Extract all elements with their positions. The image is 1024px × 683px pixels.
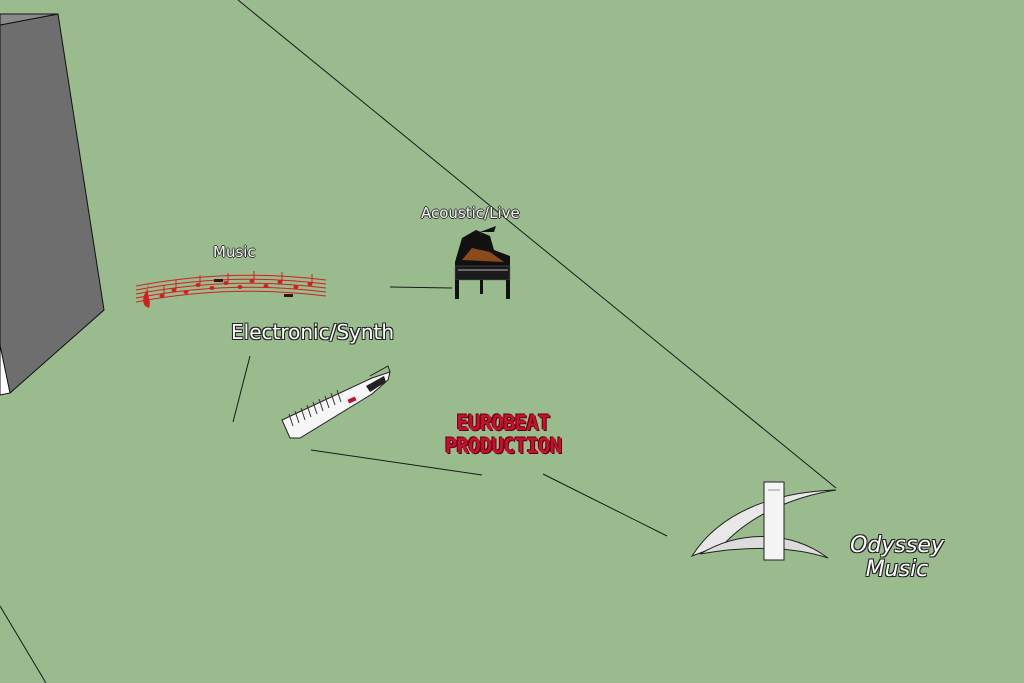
connector-eurobeat-odyssey xyxy=(542,473,668,537)
grand-piano-icon xyxy=(454,226,511,299)
connector-electronic xyxy=(232,355,251,423)
eurobeat-line-2: PRODUCTION xyxy=(444,434,562,458)
music-staff-icon xyxy=(135,271,327,308)
connector-lines xyxy=(232,286,668,537)
odyssey-line-1: Odyssey xyxy=(850,533,944,558)
grey-block xyxy=(0,13,105,396)
odyssey-line-2: Music xyxy=(865,557,929,582)
eurobeat-line-1: EUROBEAT xyxy=(456,411,550,435)
odyssey-logo-icon xyxy=(690,481,837,561)
label-odyssey-music: Odyssey Music xyxy=(838,534,956,582)
keytar-icon xyxy=(281,365,391,439)
connector-keytar-eurobeat xyxy=(310,449,483,476)
connector-music-acoustic xyxy=(389,286,453,289)
label-electronic-synth: Electronic/Synth xyxy=(231,320,395,344)
label-acoustic-live: Acoustic/Live xyxy=(421,204,520,222)
label-eurobeat-production: EUROBEAT PRODUCTION xyxy=(436,412,570,458)
edge-line-top xyxy=(237,0,837,489)
label-music: Music xyxy=(213,243,256,261)
edge-line-bottom xyxy=(0,605,47,683)
